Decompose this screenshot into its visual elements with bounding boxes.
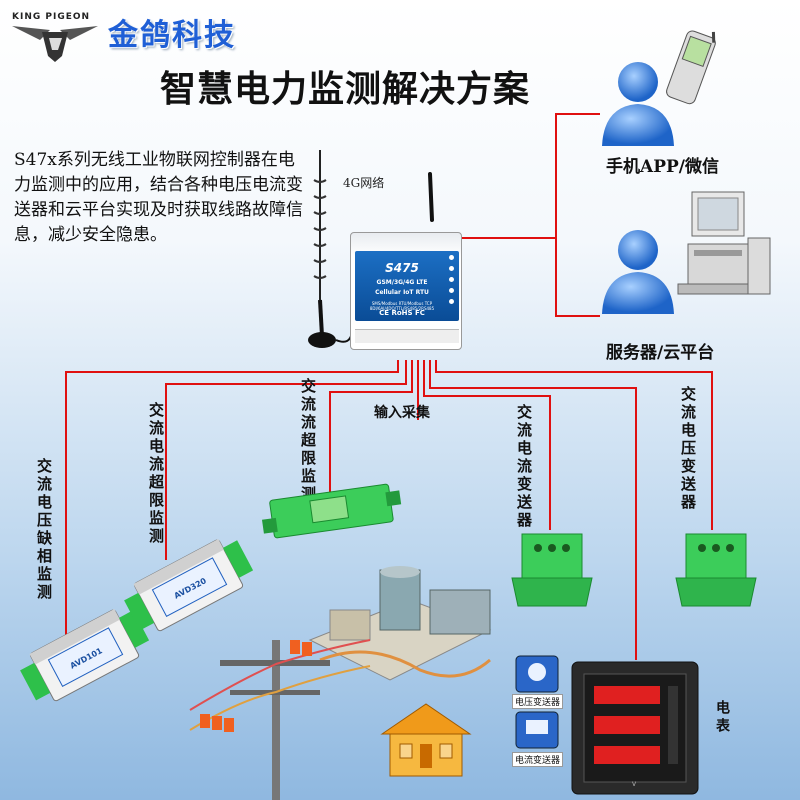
led-indicator xyxy=(449,255,454,260)
brand-english: KING PIGEON xyxy=(12,12,91,22)
pigeon-logo-icon xyxy=(12,26,98,62)
small-voltage-label: 电压变送器 xyxy=(512,694,564,709)
rtu-terminal-block xyxy=(355,329,459,343)
small-current-transmitter-icon xyxy=(515,711,559,749)
device-antenna-icon xyxy=(428,172,434,222)
house-icon xyxy=(380,703,472,777)
sensor-module-avd320: AVD320 xyxy=(124,538,254,632)
ac-current-limit-label-1: 交流电流超限监测 xyxy=(147,402,165,546)
page-title: 智慧电力监测解决方案 xyxy=(160,69,531,110)
rtu-leds xyxy=(449,255,457,310)
server-user-icon xyxy=(602,230,674,314)
electric-meter-icon: V xyxy=(571,661,699,795)
led-indicator xyxy=(449,299,454,304)
network-label: 4G网络 xyxy=(343,176,385,190)
line-to-ac-current-limit-1 xyxy=(165,360,407,560)
line-to-meter xyxy=(429,360,637,660)
rtu-front-panel: S475 GSM/3G/4G LTE Cellular IoT RTU SMS/… xyxy=(355,251,459,321)
ac-current-limit-label-2: 交流流超限监测 xyxy=(299,378,317,504)
rtu-model: S475 xyxy=(385,261,419,275)
led-indicator xyxy=(449,288,454,293)
small-current-label: 电流变送器 xyxy=(512,752,564,767)
svg-text:V: V xyxy=(632,781,637,788)
line-to-ac-current-transmitter xyxy=(423,360,551,530)
description-text: S47x系列无线工业物联网控制器在电力监测中的应用，结合各种电压电流变送器和云平… xyxy=(14,150,303,245)
user-icon xyxy=(602,62,674,146)
rtu-line4: CE RoHS FC xyxy=(379,309,425,317)
ac-current-transmitter-icon xyxy=(511,533,593,607)
computer-icon xyxy=(677,191,771,295)
led-indicator xyxy=(449,277,454,282)
factory-illustration xyxy=(308,566,492,681)
rtu-body: S475 GSM/3G/4G LTE Cellular IoT RTU SMS/… xyxy=(350,232,462,350)
ac-voltage-phase-loss-label: 交流电压缺相监测 xyxy=(35,458,53,602)
green-din-module-icon xyxy=(261,483,402,539)
phone-app-label: 手机APP/微信 xyxy=(606,157,719,177)
small-voltage-transmitter-icon xyxy=(515,655,559,693)
line-to-ac-voltage-transmitter xyxy=(435,360,713,530)
input-collect-label: 输入采集 xyxy=(374,405,430,421)
line-to-ac-current-limit-2 xyxy=(329,360,413,500)
rtu-line2: Cellular IoT RTU xyxy=(375,289,429,296)
mobile-phone-icon xyxy=(666,30,716,105)
line-to-server xyxy=(555,238,600,317)
server-cloud-label: 服务器/云平台 xyxy=(606,343,715,363)
antenna-icon xyxy=(308,150,353,348)
sensor-module-avd101: AVD101 xyxy=(20,608,150,702)
rtu-line3: SMS/Modbus RTU/Modbus TCP 8DI/6AI/4DO/TT… xyxy=(369,301,435,311)
line-to-ac-voltage-phase-loss xyxy=(65,360,399,640)
power-pole-icon xyxy=(189,639,371,800)
ac-voltage-transmitter-label: 交流电压变送器 xyxy=(679,386,697,512)
line-to-phone xyxy=(462,113,600,239)
ac-current-transmitter-label: 交流电流变送器 xyxy=(515,404,533,530)
led-indicator xyxy=(449,266,454,271)
company-name: 金鸽科技 xyxy=(108,18,236,53)
ac-voltage-transmitter-icon xyxy=(675,533,757,607)
rtu-device[interactable]: S475 GSM/3G/4G LTE Cellular IoT RTU SMS/… xyxy=(350,214,462,360)
meter-label: 电表 xyxy=(714,700,730,736)
rtu-line1: GSM/3G/4G LTE xyxy=(376,279,428,286)
